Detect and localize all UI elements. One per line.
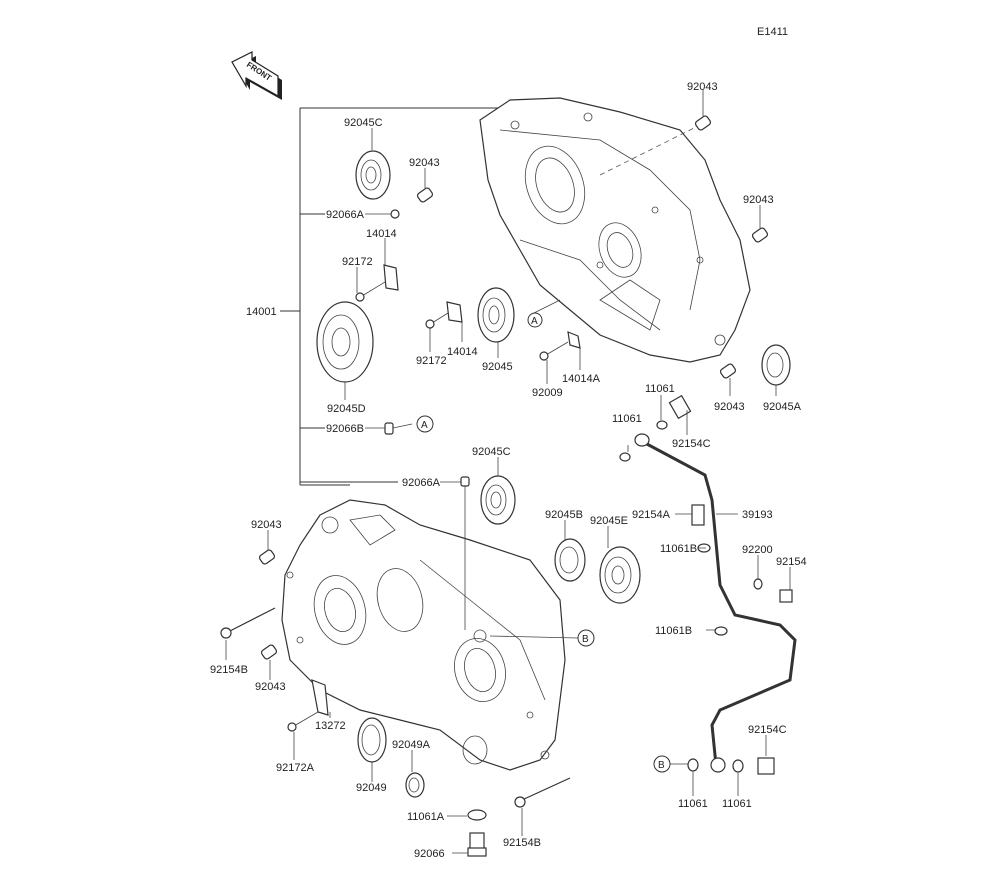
- label-92066B[interactable]: 92066B: [326, 423, 364, 435]
- label-11061B[interactable]: 11061B: [655, 625, 692, 637]
- label-11061[interactable]: 11061: [645, 383, 675, 395]
- label-92009[interactable]: 92009: [532, 387, 563, 399]
- label-92066A[interactable]: 92066A: [402, 477, 441, 489]
- label-92043[interactable]: 92043: [409, 157, 440, 169]
- diagram-code: E1411: [757, 26, 788, 38]
- label-92049[interactable]: 92049: [356, 782, 387, 794]
- label-92045C[interactable]: 92045C: [344, 117, 383, 129]
- label-92045[interactable]: 92045: [482, 361, 513, 373]
- svg-text:B: B: [582, 634, 589, 645]
- label-14014A[interactable]: 14014A: [562, 373, 601, 385]
- label-92154A[interactable]: 92154A: [632, 509, 671, 521]
- bearing-92045A: [761, 344, 791, 386]
- label-92172A[interactable]: 92172A: [276, 762, 315, 774]
- bearing-92045B: [554, 538, 586, 582]
- label-92045D[interactable]: 92045D: [327, 403, 366, 415]
- label-92045B[interactable]: 92045B: [545, 509, 583, 521]
- label-11061B[interactable]: 11061B: [660, 543, 697, 555]
- bearing-92045E: [599, 546, 641, 604]
- label-92154[interactable]: 92154: [776, 556, 807, 568]
- label-92172[interactable]: 92172: [342, 256, 373, 268]
- bearing-92045: [477, 287, 515, 343]
- label-92154B[interactable]: 92154B: [210, 664, 248, 676]
- label-11061[interactable]: 11061: [722, 798, 752, 810]
- label-92066A[interactable]: 92066A: [326, 209, 365, 221]
- label-13272[interactable]: 13272: [315, 720, 346, 732]
- oil-seal-92049A: [405, 772, 425, 798]
- label-11061A[interactable]: 11061A: [407, 811, 445, 823]
- dowel-pins: [258, 115, 769, 660]
- label-14014[interactable]: 14014: [366, 228, 397, 240]
- label-92043[interactable]: 92043: [687, 81, 718, 93]
- front-arrow-icon: FRONT: [231, 51, 282, 100]
- label-39193[interactable]: 39193: [742, 509, 773, 521]
- svg-text:A: A: [421, 420, 428, 431]
- label-92045E[interactable]: 92045E: [590, 515, 628, 527]
- label-14014[interactable]: 14014: [447, 346, 478, 358]
- crankcase-left-half: [281, 499, 566, 771]
- svg-text:B: B: [658, 760, 665, 771]
- label-92043[interactable]: 92043: [255, 681, 286, 693]
- label-92043[interactable]: 92043: [251, 519, 282, 531]
- label-92043[interactable]: 92043: [743, 194, 774, 206]
- label-92045A[interactable]: 92045A: [763, 401, 802, 413]
- label-92154C[interactable]: 92154C: [748, 724, 787, 736]
- assembly-bracket-14001: [280, 107, 500, 486]
- oil-seal-92049: [357, 717, 387, 763]
- leader-lines: [225, 90, 791, 854]
- label-11061[interactable]: 11061: [678, 798, 708, 810]
- label-92172[interactable]: 92172: [416, 355, 447, 367]
- label-92200[interactable]: 92200: [742, 544, 773, 556]
- part-labels: 9204392045C9204392066A140149217214001921…: [210, 81, 807, 860]
- crankcase-right-half: [479, 97, 751, 363]
- label-11061[interactable]: 11061: [612, 413, 642, 425]
- svg-text:A: A: [531, 316, 538, 327]
- label-92154C[interactable]: 92154C: [672, 438, 711, 450]
- label-92154B[interactable]: 92154B: [503, 837, 541, 849]
- callout-a-1: A: [527, 312, 543, 328]
- callout-b-2: B: [653, 755, 671, 773]
- callout-b-1: B: [577, 629, 595, 647]
- bearing-92045C-top: [355, 150, 391, 200]
- label-92066[interactable]: 92066: [414, 848, 445, 860]
- label-92043[interactable]: 92043: [714, 401, 745, 413]
- label-92045C[interactable]: 92045C: [472, 446, 511, 458]
- callout-a-2: A: [416, 415, 434, 433]
- bearing-92045D: [316, 301, 374, 383]
- bearing-92045C-low: [480, 475, 516, 525]
- label-92049A[interactable]: 92049A: [392, 739, 431, 751]
- label-14001[interactable]: 14001: [246, 306, 277, 318]
- oil-pipe-39193: [619, 394, 797, 775]
